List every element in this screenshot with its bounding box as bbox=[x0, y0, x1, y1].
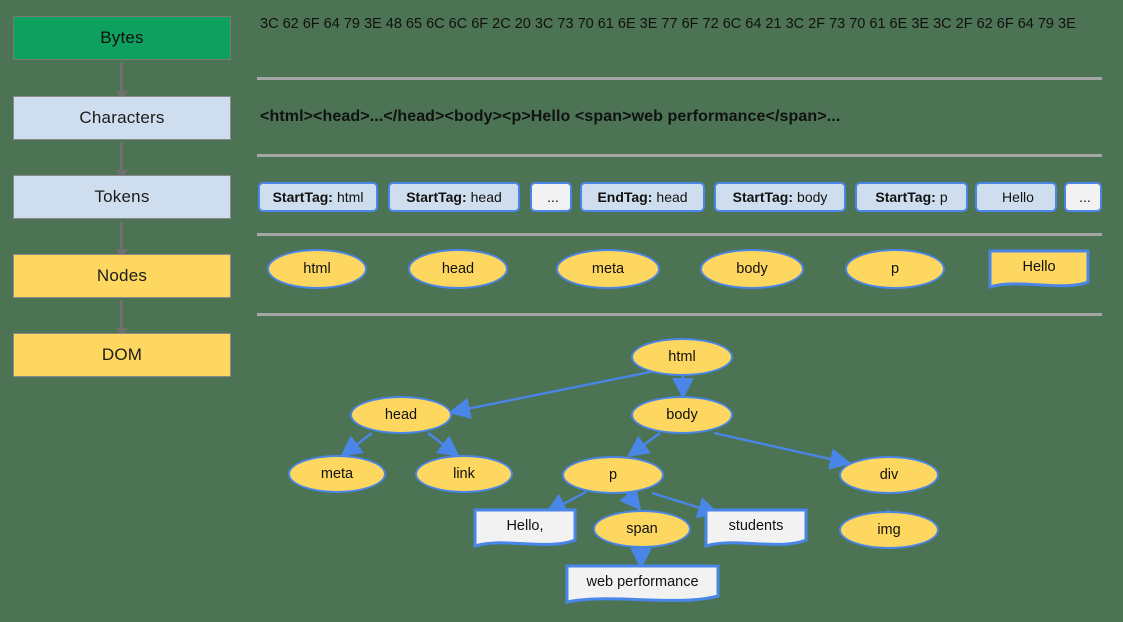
tree-node-hello-text[interactable]: Hello, bbox=[473, 508, 577, 550]
tree-node-div[interactable]: div bbox=[839, 456, 939, 494]
pipeline-stage-label: Tokens bbox=[94, 187, 150, 206]
pipeline-stage-characters: Characters bbox=[13, 96, 231, 140]
divider-tokens-nodes bbox=[257, 233, 1102, 236]
tree-node-meta[interactable]: meta bbox=[288, 455, 386, 493]
token-chip-ellipsis[interactable]: ... bbox=[530, 182, 572, 212]
flow-arrow-tokens-to-nodes bbox=[115, 221, 128, 258]
token-chip-ellipsis[interactable]: ... bbox=[1064, 182, 1102, 212]
token-value: head bbox=[470, 189, 502, 205]
token-value: head bbox=[656, 189, 688, 205]
tree-node-img[interactable]: img bbox=[839, 511, 939, 549]
flow-arrow-characters-to-tokens bbox=[115, 142, 128, 179]
token-value: ... bbox=[1079, 189, 1091, 205]
tree-node-label: html bbox=[668, 349, 696, 365]
pipeline-stage-label: Characters bbox=[79, 108, 165, 127]
tree-node-label: link bbox=[453, 466, 475, 482]
tree-node-body[interactable]: body bbox=[631, 396, 733, 434]
token-chip-text[interactable]: Hello bbox=[975, 182, 1057, 212]
node-chip-meta[interactable]: meta bbox=[556, 249, 660, 289]
node-chip-head[interactable]: head bbox=[408, 249, 508, 289]
token-chip[interactable]: EndTag:head bbox=[580, 182, 705, 212]
pipeline-stage-label: Nodes bbox=[96, 266, 148, 285]
token-value: Hello bbox=[1002, 189, 1034, 205]
pipeline-stage-bytes: Bytes bbox=[13, 16, 231, 60]
document-shape-icon bbox=[988, 249, 1090, 290]
token-value: p bbox=[939, 189, 948, 205]
tree-node-link[interactable]: link bbox=[415, 455, 513, 493]
pipeline-stage-nodes: Nodes bbox=[13, 254, 231, 298]
token-kind: StartTag: bbox=[732, 189, 794, 205]
tree-node-label: img bbox=[877, 522, 901, 538]
pipeline-stage-tokens: Tokens bbox=[13, 175, 231, 219]
document-shape-icon bbox=[473, 508, 577, 549]
node-chip-label: p bbox=[890, 261, 900, 277]
document-shape-icon bbox=[565, 564, 720, 604]
flow-arrow-bytes-to-characters bbox=[115, 62, 128, 100]
token-chip[interactable]: StartTag:head bbox=[388, 182, 520, 212]
token-kind: StartTag: bbox=[406, 189, 467, 205]
tree-node-label: p bbox=[608, 467, 618, 483]
token-kind: StartTag: bbox=[272, 189, 333, 205]
node-chip-label: meta bbox=[591, 261, 625, 277]
flow-arrow-nodes-to-dom bbox=[115, 300, 128, 337]
tree-node-students-text[interactable]: students bbox=[704, 508, 808, 550]
token-chip[interactable]: StartTag:body bbox=[714, 182, 846, 212]
node-chip-label: head bbox=[441, 261, 475, 277]
tree-node-head[interactable]: head bbox=[350, 396, 452, 434]
token-chip[interactable]: StartTag:p bbox=[855, 182, 968, 212]
bytes-hex-text: 3C 62 6F 64 79 3E 48 65 6C 6C 6F 2C 20 3… bbox=[260, 16, 1076, 32]
node-chip-label: Hello bbox=[1022, 259, 1056, 275]
divider-bytes-characters bbox=[257, 77, 1102, 80]
pipeline-stage-label: Bytes bbox=[100, 28, 144, 47]
tree-node-label: head bbox=[384, 407, 418, 423]
tree-node-label: web performance bbox=[586, 574, 699, 590]
pipeline-stage-label: DOM bbox=[101, 345, 143, 364]
token-kind: EndTag: bbox=[597, 189, 653, 205]
tree-node-span[interactable]: span bbox=[593, 510, 691, 548]
divider-nodes-dom bbox=[257, 313, 1102, 316]
node-chip-body[interactable]: body bbox=[700, 249, 804, 289]
node-chip-label: body bbox=[736, 261, 768, 277]
node-chip-label: html bbox=[303, 261, 331, 277]
document-shape-icon bbox=[704, 508, 808, 549]
tree-node-label: div bbox=[879, 467, 899, 483]
tree-node-label: body bbox=[666, 407, 698, 423]
tree-node-label: meta bbox=[320, 466, 354, 482]
tree-node-p[interactable]: p bbox=[562, 456, 664, 494]
characters-markup-text: <html><head>...</head><body><p>Hello <sp… bbox=[260, 108, 841, 125]
token-value: html bbox=[336, 189, 364, 205]
node-chip-html[interactable]: html bbox=[267, 249, 367, 289]
token-chip[interactable]: StartTag:html bbox=[258, 182, 378, 212]
divider-characters-tokens bbox=[257, 154, 1102, 157]
pipeline-stage-dom: DOM bbox=[13, 333, 231, 377]
node-chip-hello-text[interactable]: Hello bbox=[988, 249, 1090, 291]
tree-node-html[interactable]: html bbox=[631, 338, 733, 376]
tree-node-label: span bbox=[626, 521, 658, 537]
token-value: ... bbox=[547, 189, 559, 205]
token-kind: StartTag: bbox=[875, 189, 936, 205]
tree-node-label: Hello, bbox=[506, 518, 544, 534]
node-chip-p[interactable]: p bbox=[845, 249, 945, 289]
token-value: body bbox=[797, 189, 828, 205]
tree-node-webperformance-text[interactable]: web performance bbox=[565, 564, 720, 606]
tree-node-label: students bbox=[728, 518, 784, 534]
